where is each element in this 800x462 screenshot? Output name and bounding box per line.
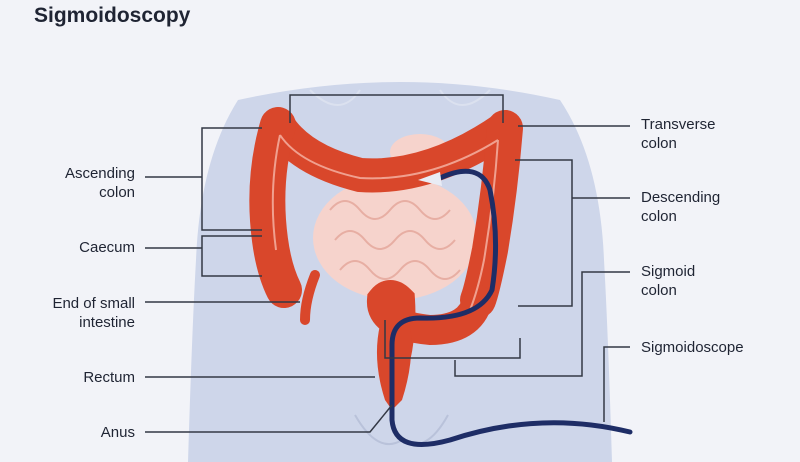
label-ascending-colon: Ascending colon	[64, 165, 135, 201]
label-end-of-small-intestine: End of small intestine	[52, 295, 135, 331]
label-descending-colon: Descending colon	[641, 189, 721, 225]
label-caecum: Caecum	[79, 239, 135, 256]
page-title: Sigmoidoscopy	[34, 4, 191, 27]
colon	[249, 107, 523, 410]
small-intestine	[313, 134, 477, 300]
label-anus: Anus	[100, 424, 135, 441]
label-rectum: Rectum	[83, 369, 135, 386]
label-sigmoid-colon: Sigmoid colon	[641, 263, 696, 299]
label-sigmoidoscope: Sigmoidoscope	[641, 339, 744, 356]
label-transverse-colon: Transverse colon	[641, 116, 716, 152]
scope-light-beam	[418, 172, 442, 186]
sigmoidoscope-tube	[389, 168, 633, 447]
leader-lines	[145, 94, 630, 433]
